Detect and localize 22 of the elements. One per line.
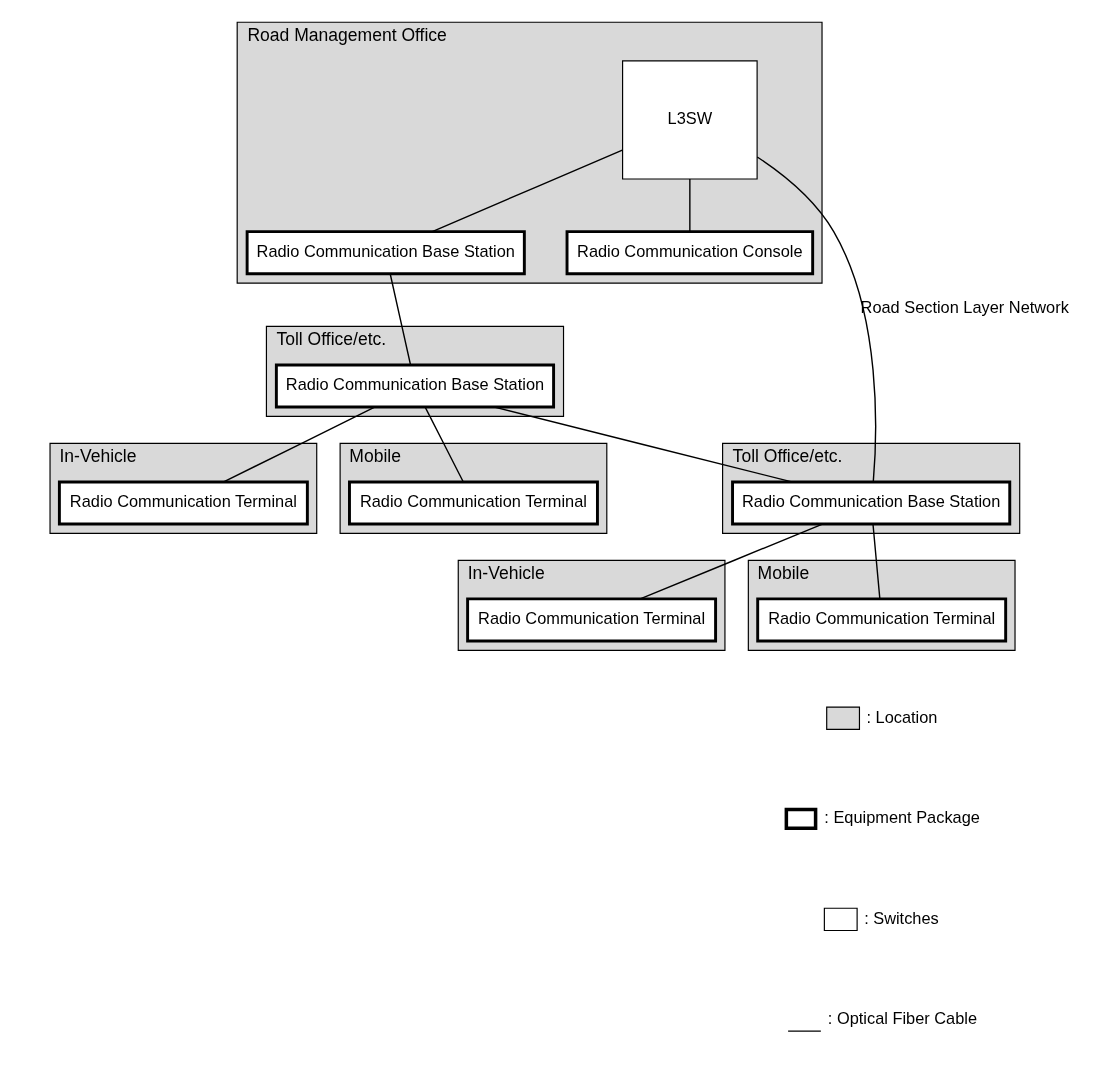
- connector: [389, 273, 412, 366]
- legend-label: : Location: [866, 707, 938, 726]
- connector: [639, 523, 824, 600]
- connector: [689, 178, 691, 233]
- connector: [493, 406, 793, 483]
- legend-label: : Optical Fiber Cable: [827, 1009, 977, 1028]
- node-box: Radio Communication Base Station: [245, 230, 526, 276]
- connector: [424, 406, 464, 483]
- legend-label: : Equipment Package: [824, 808, 980, 827]
- node-box: L3SW: [622, 60, 758, 180]
- connector: [222, 406, 376, 483]
- node-box: Radio Communication Terminal: [466, 597, 718, 643]
- legend-label: : Switches: [864, 908, 939, 927]
- node-box: Radio Communication Console: [565, 230, 815, 276]
- node-box: Radio Communication Terminal: [348, 480, 599, 526]
- node-box: Radio Communication Terminal: [57, 480, 309, 526]
- connector: [431, 149, 624, 233]
- node-box: Radio Communication Base Station: [731, 480, 1012, 526]
- connector: [872, 523, 881, 600]
- connector: [756, 156, 877, 483]
- node-box: Radio Communication Base Station: [274, 363, 556, 409]
- node-box: Radio Communication Terminal: [756, 597, 1008, 643]
